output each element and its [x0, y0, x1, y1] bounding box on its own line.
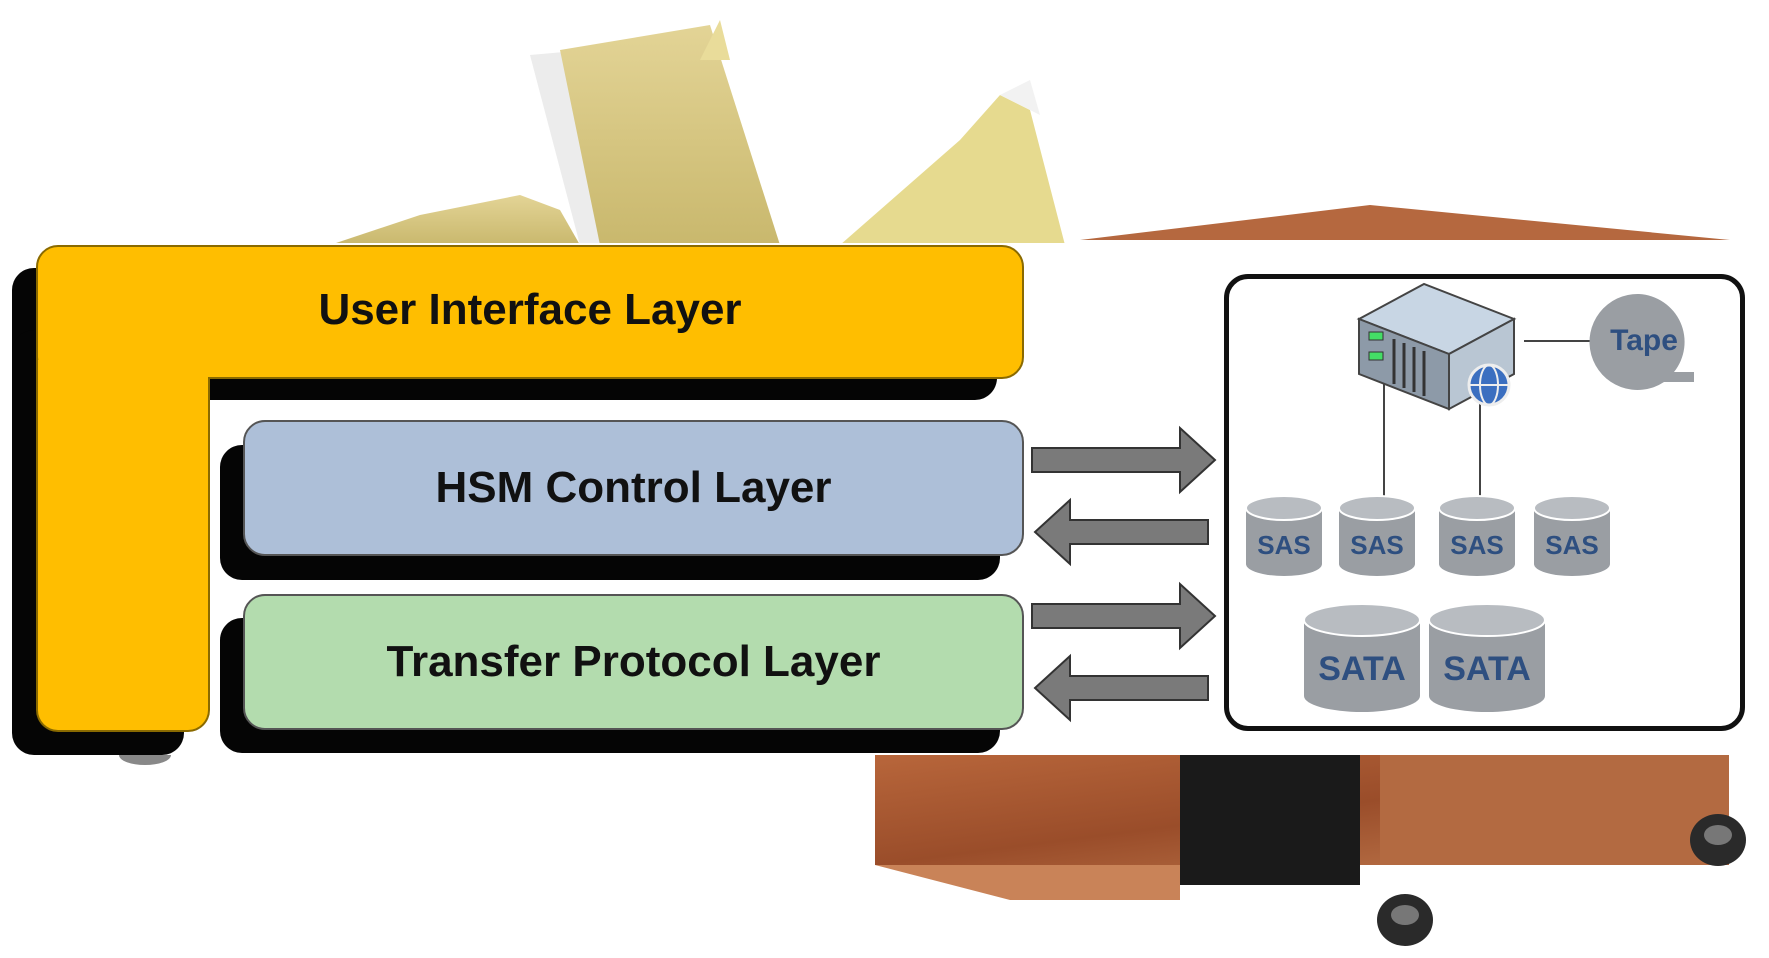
arrow-left-icon: [1033, 497, 1209, 567]
arrow-right-icon: [1031, 425, 1217, 495]
arrow-left-icon: [1033, 653, 1209, 723]
disk-icon: SAS: [1245, 495, 1323, 576]
sata-label: SATA: [1318, 650, 1406, 688]
hsm-control-layer: HSM Control Layer: [243, 420, 1024, 556]
transfer-protocol-layer: Transfer Protocol Layer: [243, 594, 1024, 730]
sata-label: SATA: [1443, 650, 1531, 688]
data-flow-arrows: [1031, 425, 1217, 723]
cabinet-top: [1080, 205, 1730, 240]
sas-label: SAS: [1545, 530, 1598, 560]
storage-backend-diagram: Tape SAS SAS SAS SAS SATA: [1245, 282, 1694, 712]
arrow-right-icon: [1031, 581, 1217, 651]
disk-icon: SAS: [1533, 495, 1611, 576]
ui-layer-bar: [36, 245, 1024, 379]
cabinet-body: [875, 755, 1729, 900]
sas-label: SAS: [1350, 530, 1403, 560]
disk-icon: SAS: [1338, 495, 1416, 576]
globe-icon: [1467, 363, 1511, 407]
hsm-layer-label: HSM Control Layer: [435, 463, 832, 512]
sas-disks: SAS SAS SAS SAS: [1245, 495, 1611, 576]
server-icon: [1356, 282, 1517, 411]
disk-icon: SAS: [1438, 495, 1516, 576]
tp-layer-label: Transfer Protocol Layer: [386, 637, 881, 686]
disk-icon: SATA: [1303, 603, 1421, 712]
sas-label: SAS: [1257, 530, 1310, 560]
caster-wheels: [119, 745, 1746, 946]
tape-icon: Tape: [1589, 293, 1694, 390]
folders-illustration: [330, 20, 1065, 245]
disk-icon: SATA: [1428, 603, 1546, 712]
ui-layer-label: User Interface Layer: [318, 285, 742, 334]
sas-label: SAS: [1450, 530, 1503, 560]
tape-label: Tape: [1610, 324, 1678, 357]
sata-disks: SATA SATA: [1303, 603, 1546, 712]
ui-layer-joint: [38, 360, 208, 400]
